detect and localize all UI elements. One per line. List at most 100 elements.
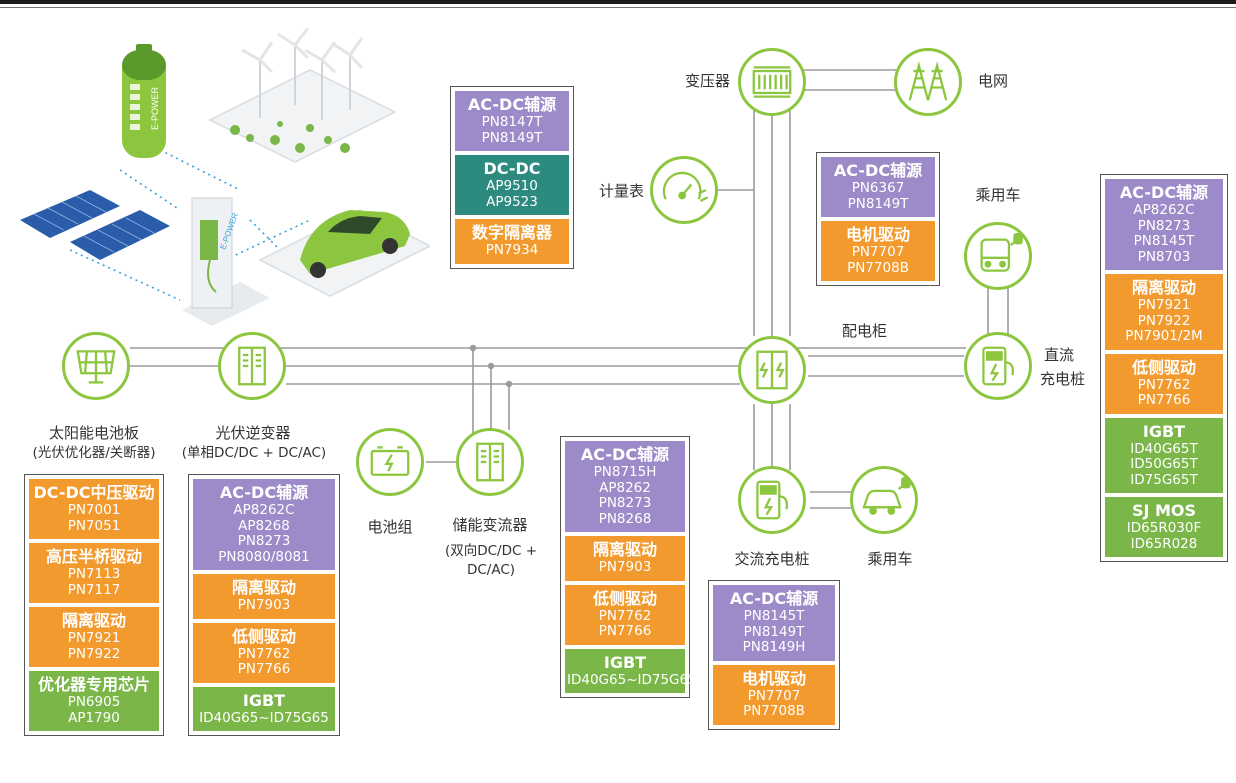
part-number: PN6905 bbox=[67, 694, 121, 710]
storage-converter-sublabel-1: (双向DC/DC + bbox=[444, 543, 538, 559]
car-illustration bbox=[258, 209, 430, 297]
pv-inverter-node[interactable] bbox=[218, 332, 286, 400]
part-number: PN7113 bbox=[67, 566, 121, 582]
distribution-cabinet-node[interactable] bbox=[738, 336, 806, 404]
passenger-car-bottom-node[interactable] bbox=[850, 466, 918, 534]
part-number: AP8262C bbox=[1133, 202, 1195, 218]
storage-converter-node[interactable] bbox=[456, 428, 524, 496]
part-number: PN7903 bbox=[237, 597, 291, 613]
part-number: PN7766 bbox=[1137, 392, 1191, 408]
section-title: AC-DC辅源 bbox=[729, 589, 819, 608]
transformer-node[interactable] bbox=[738, 48, 806, 116]
part-number: PN8273 bbox=[1137, 217, 1191, 234]
part-number: PN8149T bbox=[481, 129, 543, 146]
passenger-car-top-node[interactable] bbox=[964, 222, 1032, 290]
solar-panel-label: 太阳能电池板 bbox=[48, 424, 139, 442]
part-number: AP9523 bbox=[486, 193, 538, 210]
part-number: PN7707 bbox=[747, 687, 801, 704]
meter-label: 计量表 bbox=[598, 182, 644, 200]
part-number: PN7117 bbox=[67, 581, 121, 598]
section-title: 隔离驱动 bbox=[61, 611, 126, 630]
solar-panel-node[interactable] bbox=[62, 332, 130, 400]
grid-label: 电网 bbox=[978, 72, 1009, 90]
part-number: PN7708B bbox=[743, 703, 805, 719]
storage-converter-sublabel-2: DC/AC) bbox=[466, 562, 516, 578]
part-number: ID75G65T bbox=[1130, 471, 1198, 488]
part-number: PN7922 bbox=[1137, 312, 1191, 329]
ac-charger-node[interactable] bbox=[738, 466, 806, 534]
part-number: AP1790 bbox=[68, 709, 120, 726]
battery-pack-node[interactable] bbox=[356, 428, 424, 496]
part-number: PN7001 bbox=[67, 502, 121, 518]
section-title: 数字隔离器 bbox=[471, 223, 552, 242]
part-number: PN8273 bbox=[598, 495, 652, 511]
part-number: PN7901/2M bbox=[1125, 328, 1203, 344]
section-title: 隔离驱动 bbox=[1131, 278, 1196, 297]
svg-text:E-POWER: E-POWER bbox=[150, 86, 160, 130]
part-number: PN8145T bbox=[743, 608, 805, 624]
part-number: PN8145T bbox=[1133, 233, 1195, 249]
battery-pack-label: 电池组 bbox=[367, 518, 413, 536]
section-title: DC-DC中压驱动 bbox=[33, 483, 155, 502]
part-number: PN7707 bbox=[851, 244, 905, 260]
charger-illustration: E-POWER bbox=[182, 197, 270, 326]
part-number: PN8715H bbox=[593, 464, 657, 480]
passenger-car-top-label: 乘用车 bbox=[975, 186, 1021, 204]
section-title: DC-DC bbox=[483, 159, 541, 178]
part-number: PN7766 bbox=[598, 623, 652, 639]
part-number: PN8149T bbox=[847, 195, 909, 212]
part-number: PN7934 bbox=[485, 242, 539, 258]
part-number: AP8262C bbox=[233, 502, 295, 518]
section-title: 低侧驱动 bbox=[231, 626, 296, 646]
section-title: SJ MOS bbox=[1131, 501, 1197, 520]
storage-converter-label: 储能变流器 bbox=[452, 516, 528, 534]
meter-node[interactable] bbox=[650, 156, 718, 224]
dc-charger-label-2: 充电桩 bbox=[1040, 370, 1086, 388]
part-number: PN8149H bbox=[742, 639, 806, 655]
distribution-cabinet-label: 配电柜 bbox=[842, 322, 888, 340]
solar-illustration bbox=[20, 190, 170, 260]
part-number: PN7766 bbox=[237, 661, 291, 677]
part-number: ID65R030F bbox=[1126, 520, 1202, 536]
part-number: PN6367 bbox=[851, 180, 905, 196]
top-rule bbox=[0, 0, 1236, 4]
part-number: PN8149T bbox=[743, 623, 805, 640]
part-number: ID50G65T bbox=[1130, 456, 1198, 472]
part-number: AP8262 bbox=[599, 479, 651, 496]
part-number: ID40G65T bbox=[1130, 440, 1198, 457]
part-number: AP8268 bbox=[238, 517, 290, 534]
transformer-label: 变压器 bbox=[684, 72, 730, 90]
section-title: 隔离驱动 bbox=[592, 540, 657, 559]
junction-dot-3 bbox=[505, 380, 513, 388]
top-thin-rule bbox=[0, 7, 1236, 8]
dc-charger-node[interactable] bbox=[964, 332, 1032, 400]
pv-inverter-label: 光伏逆变器 bbox=[215, 424, 291, 442]
part-number: PN7762 bbox=[237, 645, 291, 662]
part-number: PN7903 bbox=[598, 559, 652, 575]
junction-dot-1 bbox=[469, 344, 477, 352]
section-title: IGBT bbox=[603, 652, 647, 672]
grid-node[interactable] bbox=[894, 48, 962, 116]
part-number: PN7708B bbox=[847, 259, 909, 276]
